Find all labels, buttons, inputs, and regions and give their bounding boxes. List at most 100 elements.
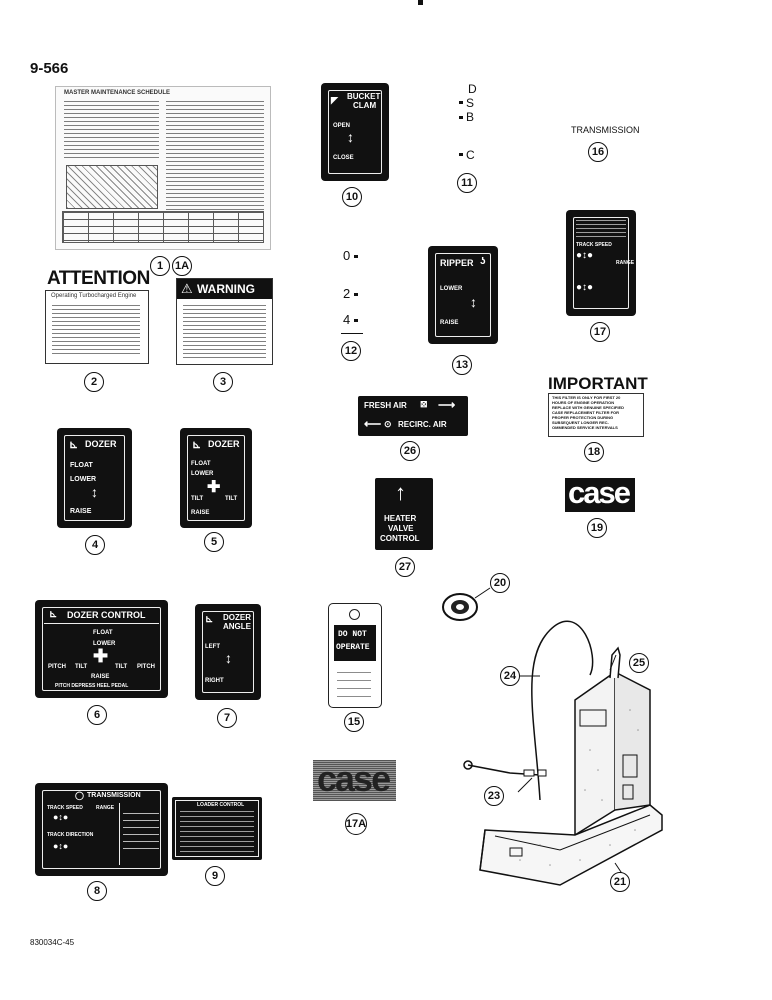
case-logo-17a: case (313, 758, 396, 801)
callout-21: 21 (610, 872, 630, 892)
ripper-title: RIPPER (440, 258, 474, 268)
attention-subtitle: Operating Turbocharged Engine (51, 293, 137, 299)
marker-d: D (468, 82, 477, 96)
schedule-table (62, 211, 264, 243)
bucket-title-1: BUCKET (347, 92, 381, 101)
dozer-control-footer: PITCH DEPRESS HEEL PEDAL (55, 683, 129, 689)
marker-dot-c (459, 153, 463, 156)
bucket-arrow-icon: ↕ (347, 129, 354, 145)
track-speed-icon: ●↕● (576, 250, 594, 261)
dozer-5-tilt-right: TILT (225, 496, 238, 502)
case-logo-19: case (565, 475, 635, 512)
fresh-air-arrow-icon: ⟶ (438, 398, 456, 412)
attention-text (52, 305, 140, 357)
page-number: 9-566 (30, 60, 69, 77)
callout-6: 6 (87, 705, 107, 725)
loader-control-title: LOADER CONTROL (197, 802, 245, 808)
callout-17: 17 (590, 322, 610, 342)
callout-19: 19 (587, 518, 607, 538)
important-decal: THIS FILTER IS ONLY FOR FIRST 20 HOURS O… (548, 393, 644, 437)
attention-decal: Operating Turbocharged Engine (45, 290, 149, 364)
track-speed-label: TRACK SPEED (576, 242, 612, 248)
heater-line-1: HEATER (384, 514, 417, 523)
heater-line-3: CONTROL (380, 534, 420, 543)
callout-23: 23 (484, 786, 504, 806)
dozer-4-lower: LOWER (70, 476, 97, 483)
important-line-3: REPLACE WITH GENUINE SPECIFIED (552, 405, 625, 410)
recirc-air-label: RECIRC. AIR (398, 420, 447, 429)
marker-dot-b (459, 116, 463, 119)
warning-heading: WARNING (197, 282, 255, 296)
cable-part (531, 620, 594, 801)
transmission-title: TRANSMISSION (87, 792, 141, 799)
recirc-arrow-icon: ⟵ (364, 417, 382, 431)
callout-1: 1 (150, 256, 170, 276)
battery-tray-assembly (442, 587, 663, 886)
marker-c: C (466, 148, 475, 162)
dozer-5-title: DOZER (208, 439, 240, 449)
callout-27: 27 (395, 557, 415, 577)
tag-lines (337, 672, 371, 698)
important-line-4: CASE REPLACEMENT FILTER FOR (552, 410, 620, 415)
schedule-text-left (64, 101, 159, 161)
callout-3: 3 (213, 372, 233, 392)
warning-text (183, 305, 266, 359)
warning-triangle-icon: ⚠ (181, 281, 193, 296)
top-mark (418, 0, 423, 5)
callout-4: 4 (85, 535, 105, 555)
tray-base (479, 804, 663, 886)
callout-9: 9 (205, 866, 225, 886)
callout-17a: 17A (345, 813, 367, 835)
dozer-icon: ⊾ (69, 439, 79, 451)
warning-decal: ⚠ WARNING (176, 278, 273, 365)
dozer-decal-4: ⊾ DOZER FLOAT LOWER ↕ RAISE (57, 428, 132, 528)
transmission-speed-icon: ●↕● (53, 812, 69, 822)
fresh-air-icon: ⊠ (420, 399, 428, 409)
ripper-raise: RAISE (440, 320, 459, 326)
track-direction-icon: ●↕● (576, 282, 594, 293)
transmission-range-table (123, 813, 159, 853)
bucket-icon: ◤ (331, 95, 338, 105)
bucket-title-2: CLAM (353, 101, 377, 110)
marker-dot-2 (354, 293, 358, 296)
transmission-circle-icon: ◯ (75, 791, 84, 800)
important-line-7: OMMENDED SERVICE INTERVALS (552, 425, 618, 430)
fresh-air-label: FRESH AIR (364, 401, 407, 410)
do-not-operate-tag: DO NOT OPERATE (328, 603, 382, 708)
dozer-angle-icon: ⊾ (205, 614, 214, 625)
callout-8: 8 (87, 881, 107, 901)
dozer-angle-decal: ⊾ DOZER ANGLE LEFT ↕ RIGHT (195, 604, 261, 700)
fresh-air-decal: FRESH AIR ⊠ ⟶ ⟵ ⊙ RECIRC. AIR (358, 396, 468, 436)
important-line-1: THIS FILTER IS ONLY FOR FIRST 20 (552, 395, 621, 400)
heater-valve-decal: ↑ HEATER VALVE CONTROL (375, 478, 433, 550)
marker-dot-4 (354, 319, 358, 322)
transmission-divider (119, 803, 120, 865)
attention-heading: ATTENTION (47, 268, 150, 289)
dozer-control-pitch-right: PITCH (137, 664, 155, 670)
callout-2: 2 (84, 372, 104, 392)
callout-1a: 1A (172, 256, 192, 276)
marker-dot-0 (354, 255, 358, 258)
bucket-close: CLOSE (333, 155, 354, 161)
marker-4: 4 (343, 312, 351, 327)
tag-panel (334, 625, 376, 661)
machine-diagram (66, 165, 158, 209)
dozer-5-raise: RAISE (191, 510, 210, 516)
track-range-label: RANGE (616, 260, 635, 266)
callout-11: 11 (457, 173, 477, 193)
bucket-open: OPEN (333, 123, 351, 129)
callout-16: 16 (588, 142, 608, 162)
case-logo-17a-text: case (317, 758, 391, 799)
dozer-angle-title-2: ANGLE (223, 622, 251, 631)
dozer-control-header (44, 609, 159, 624)
warning-header (177, 279, 272, 299)
track-speed-text (576, 220, 626, 238)
loader-control-decal: LOADER CONTROL (172, 797, 262, 860)
dozer-angle-title-1: DOZER (223, 613, 251, 622)
callout-24: 24 (500, 666, 520, 686)
dozer-4-raise: RAISE (70, 508, 92, 515)
dozer-control-icon: ⊾ (49, 609, 58, 620)
callout-15: 15 (344, 712, 364, 732)
callout-13: 13 (452, 355, 472, 375)
marker-s: S (466, 96, 475, 110)
